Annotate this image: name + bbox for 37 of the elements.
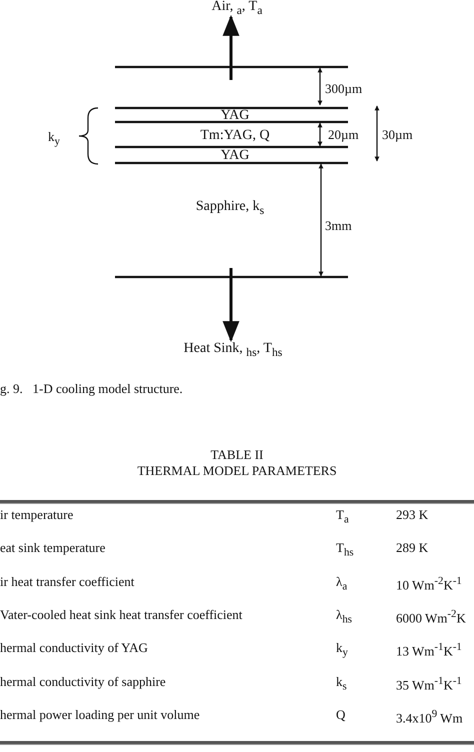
table-cell: ir heat transfer coefficient xyxy=(0,574,134,589)
dimension-label: 300µm xyxy=(325,81,362,96)
symbol-cell: λ$_{hs}$ xyxy=(336,607,352,628)
dimension-label: 20µm xyxy=(328,127,359,142)
layer-label: YAG xyxy=(220,148,250,162)
value-cell: 10 Wm$^{-2}$K$^{-1}$ xyxy=(396,574,462,592)
value-cell: 293 K xyxy=(396,507,428,522)
layer-label: YAG xyxy=(220,108,250,123)
table-cell: ir temperature xyxy=(0,507,74,522)
text-label: k$_{y}$ xyxy=(48,129,60,150)
table-cell: hermal conductivity of sapphire xyxy=(0,674,166,689)
text-label: Air, $_{a}$, T$_{a}$ xyxy=(212,0,262,18)
arrow xyxy=(222,268,240,342)
figure-caption: g. 9. 1-D cooling model structure. xyxy=(0,381,183,396)
dimension-label: 30µm xyxy=(382,127,413,142)
layer-label: Tm:YAG, Q xyxy=(200,128,270,142)
symbol-cell: T$_{a}$ xyxy=(336,507,349,528)
text-label: Heat Sink, $_{hs}$, T$_{hs}$ xyxy=(184,340,282,360)
symbol-cell: T$_{hs}$ xyxy=(336,540,354,561)
value-cell: 35 Wm$^{-1}$K$^{-1}$ xyxy=(396,674,462,692)
value-cell: 3.4x10$^{9}$ Wm xyxy=(396,707,463,726)
value-cell: 6000 Wm$^{-2}$K xyxy=(396,607,466,626)
table-cell: eat sink temperature xyxy=(0,540,106,555)
table-title: TABLE II xyxy=(210,447,264,462)
symbol-cell: k$_{s}$ xyxy=(336,674,347,695)
value-cell: 13 Wm$^{-1}$K$^{-1}$ xyxy=(396,640,462,658)
symbol-cell: k$_{y}$ xyxy=(336,640,348,661)
symbol-cell: λ$_{a}$ xyxy=(336,574,348,595)
table-cell: Vater-cooled heat sink heat transfer coefficient xyxy=(0,607,242,622)
symbol-cell: Q xyxy=(336,707,346,722)
table-cell: hermal power loading per unit volume xyxy=(0,707,200,722)
table-title: THERMAL MODEL PARAMETERS xyxy=(137,463,337,478)
arrow xyxy=(222,14,240,80)
value-cell: 289 K xyxy=(396,540,428,555)
table-cell: hermal conductivity of YAG xyxy=(0,640,148,655)
layer-label: Sapphire, k$_{s}$ xyxy=(196,198,264,218)
dimension-label: 3mm xyxy=(325,218,352,233)
